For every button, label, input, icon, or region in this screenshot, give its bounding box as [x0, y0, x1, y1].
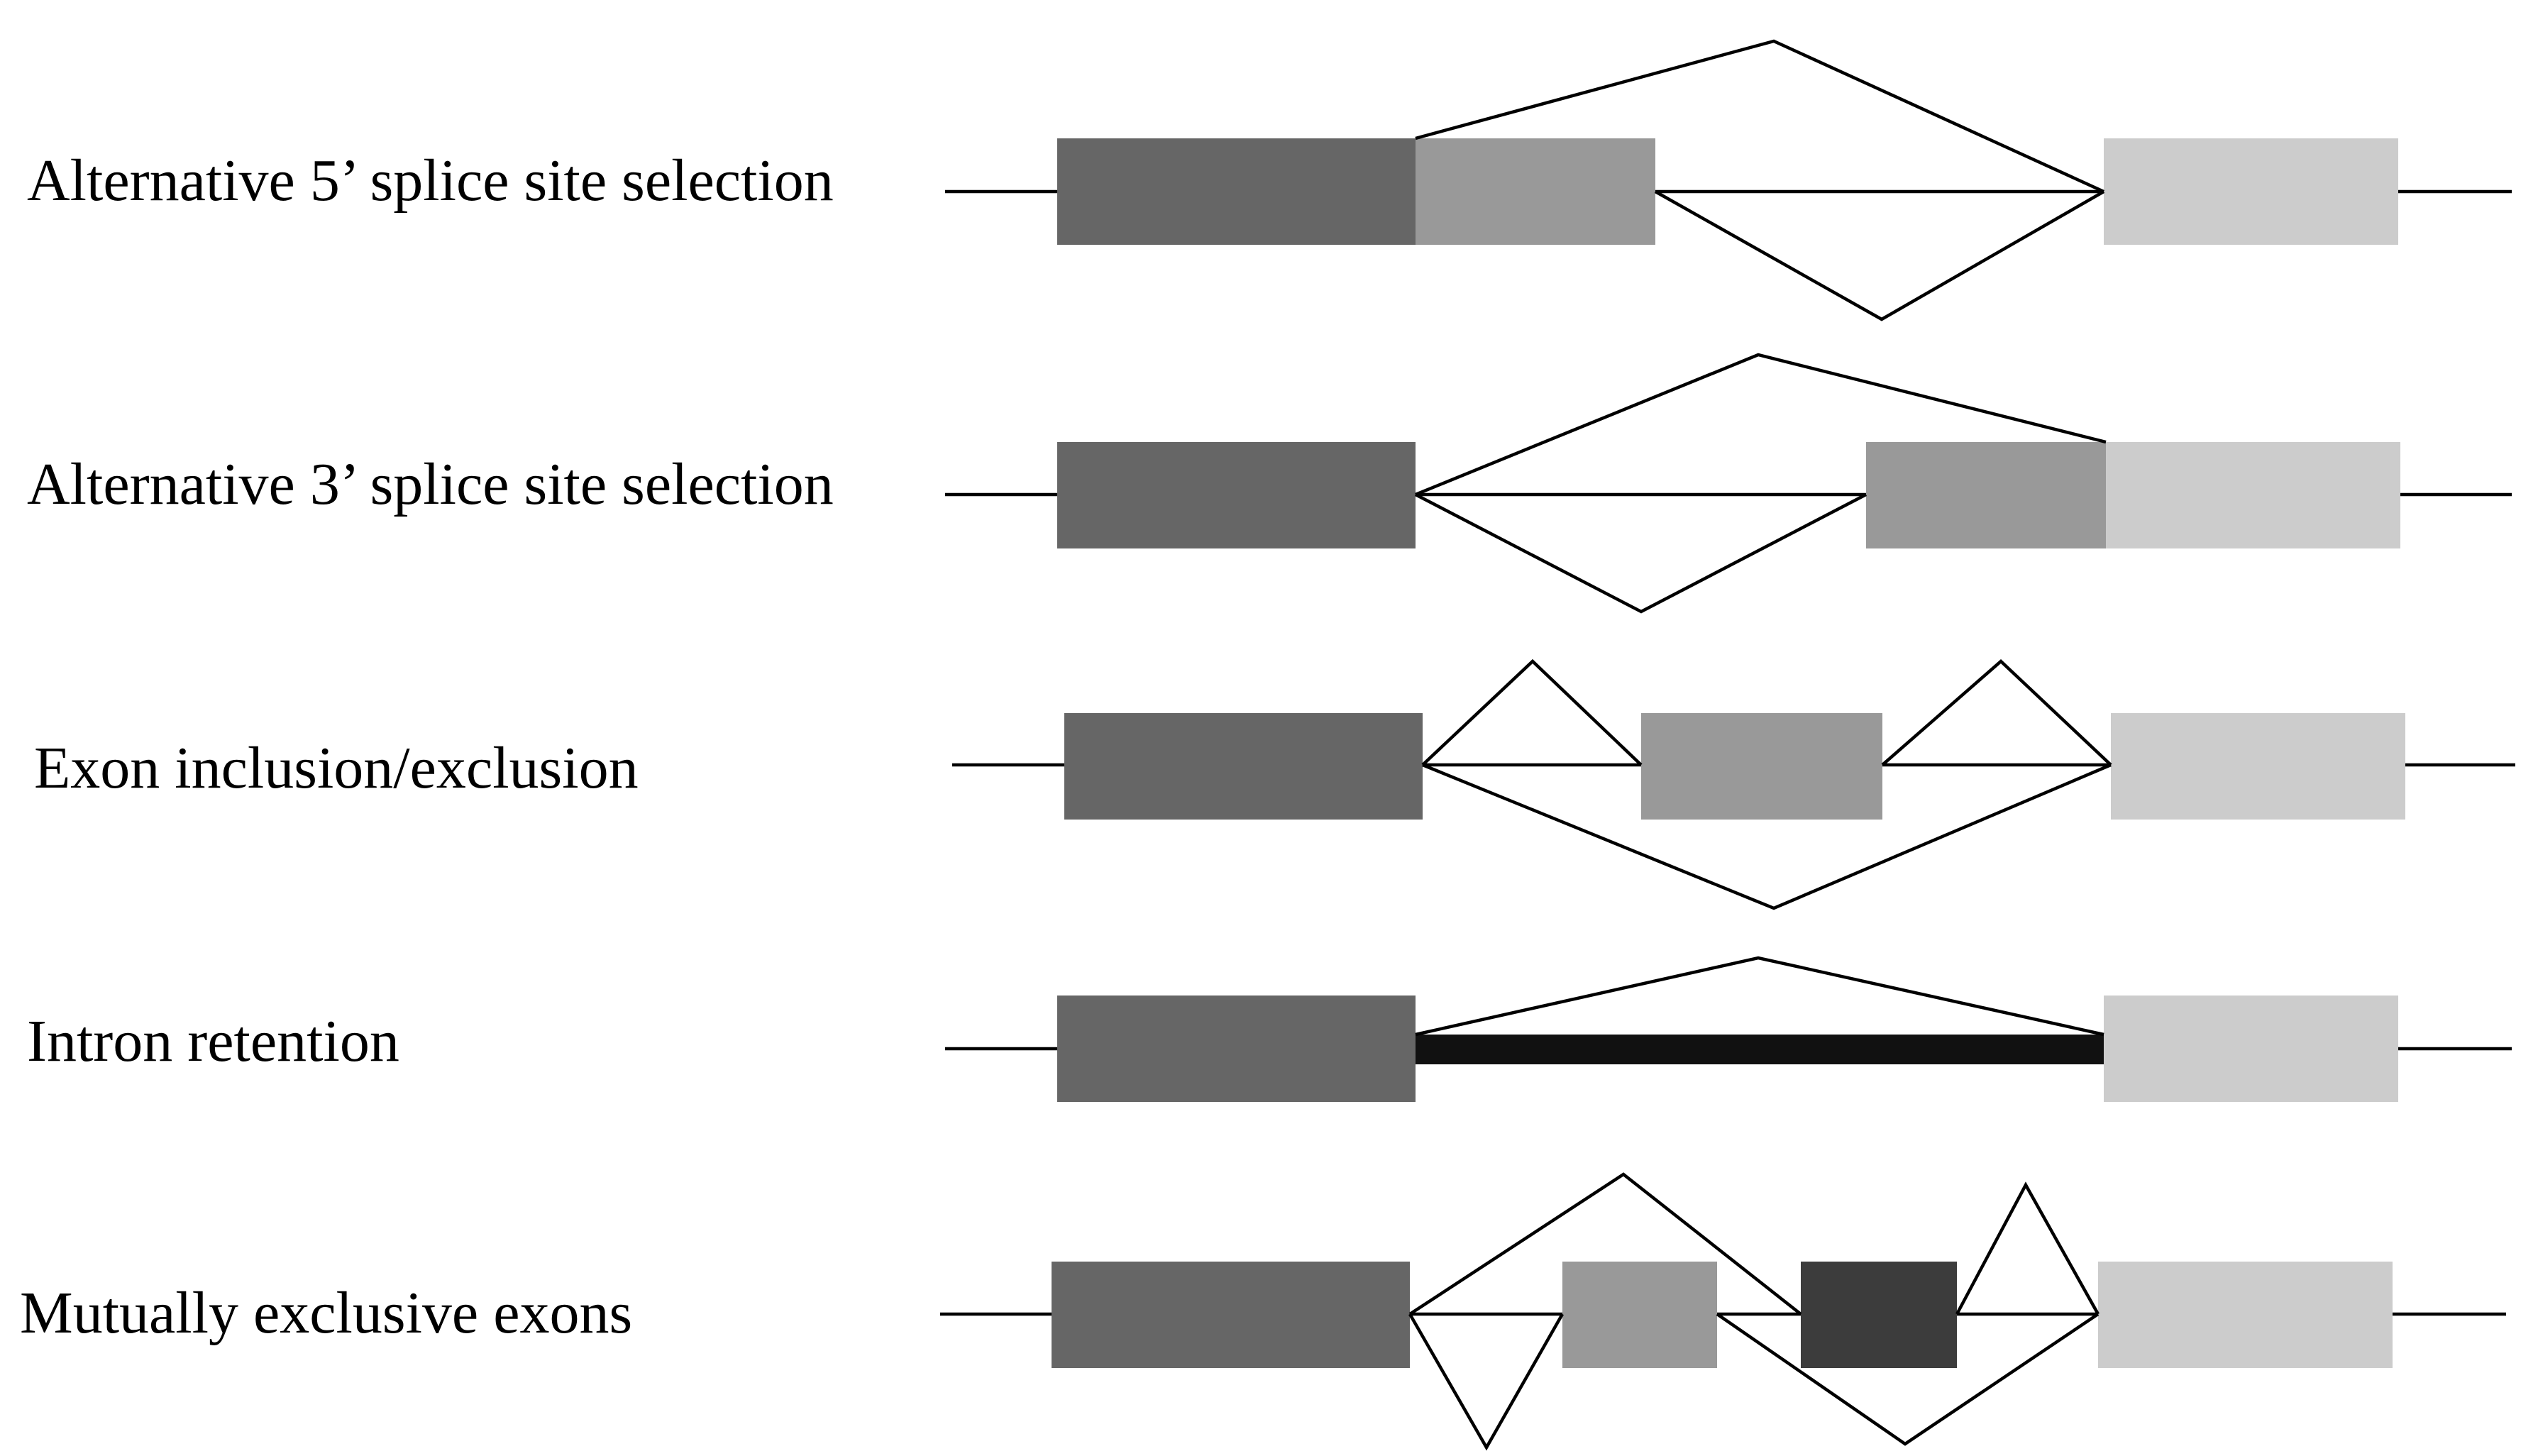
exon-light — [2104, 996, 2398, 1102]
exon-light — [2111, 713, 2405, 820]
exon-extension-medium — [1866, 442, 2106, 548]
row-alt5: Alternative 5’ splice site selection — [27, 39, 2512, 321]
label-intron-retention: Intron retention — [27, 1008, 399, 1074]
label-alt5: Alternative 5’ splice site selection — [27, 148, 834, 214]
retained-intron — [1416, 1035, 2104, 1064]
label-mutually-exclusive: Mutually exclusive exons — [20, 1280, 632, 1346]
label-exon-inclusion: Exon inclusion/exclusion — [34, 735, 639, 801]
splice-connector-second-include-upper — [1955, 1181, 2100, 1316]
cassette-exon-medium — [1641, 713, 1882, 820]
mutex-exon-medium — [1562, 1262, 1717, 1368]
splice-connector-lower — [1414, 493, 1867, 614]
row-alt3: Alternative 3’ splice site selection — [27, 353, 2512, 614]
splice-connector-skip — [1422, 763, 2112, 910]
exon-dark — [1057, 138, 1416, 245]
exon-dark — [1057, 996, 1416, 1102]
splice-connector-inclusion-right — [1881, 658, 2112, 766]
splice-connector-inclusion-left — [1421, 658, 1643, 766]
splice-connector-lower — [1654, 190, 2105, 321]
mutex-exon-darkest — [1801, 1262, 1957, 1368]
splice-connector-upper — [1415, 353, 2107, 497]
exon-light — [2104, 138, 2398, 245]
splice-connector-first-skip-upper — [1408, 1172, 1802, 1316]
exon-light — [2106, 442, 2400, 548]
splice-connector-upper — [1415, 956, 2104, 1037]
exon-dark — [1057, 442, 1416, 548]
row-mutually-exclusive: Mutually exclusive exons — [20, 1172, 2506, 1451]
exon-dark — [1052, 1262, 1410, 1368]
exon-dark — [1064, 713, 1423, 820]
row-exon-inclusion: Exon inclusion/exclusion — [34, 658, 2515, 910]
exon-light — [2098, 1262, 2393, 1368]
splice-connector-upper — [1415, 39, 2104, 194]
splice-connector-second-skip-lower — [1716, 1313, 2100, 1446]
splice-connector-first-include-lower — [1408, 1313, 1564, 1451]
exon-extension-medium — [1416, 138, 1655, 245]
label-alt3: Alternative 3’ splice site selection — [27, 451, 834, 517]
row-intron-retention: Intron retention — [27, 956, 2512, 1102]
